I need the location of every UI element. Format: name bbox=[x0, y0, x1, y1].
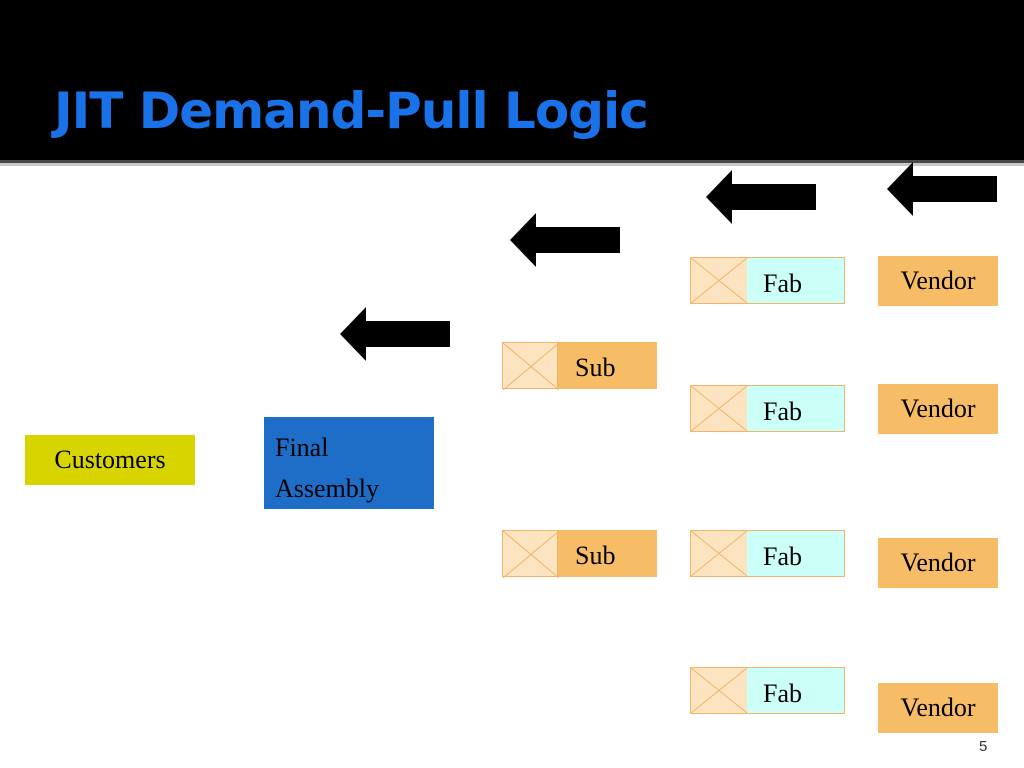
header-divider bbox=[0, 160, 1024, 163]
vendor-label: Vendor bbox=[900, 394, 976, 423]
final-assembly-label-line1: Final bbox=[275, 433, 329, 462]
left-arrow-icon bbox=[510, 213, 620, 267]
final-assembly-label-line2: Assembly bbox=[275, 474, 379, 503]
image-placeholder-icon bbox=[691, 386, 747, 431]
image-placeholder-icon bbox=[691, 258, 747, 303]
sub-box: Sub bbox=[502, 342, 657, 390]
left-arrow-icon bbox=[887, 162, 997, 216]
sub-box: Sub bbox=[502, 530, 657, 578]
vendor-box: Vendor bbox=[878, 538, 998, 588]
fab-label: Fab bbox=[747, 668, 844, 713]
sub-label: Sub bbox=[558, 530, 657, 577]
left-arrow-icon bbox=[340, 307, 450, 361]
page-number: 5 bbox=[979, 738, 988, 755]
vendor-label: Vendor bbox=[900, 548, 976, 577]
image-placeholder-icon bbox=[691, 531, 747, 576]
vendor-label: Vendor bbox=[900, 266, 976, 295]
vendor-box: Vendor bbox=[878, 384, 998, 434]
vendor-label: Vendor bbox=[900, 693, 976, 722]
slide-title: JIT Demand-Pull Logic bbox=[54, 82, 649, 140]
fab-box: Fab bbox=[690, 257, 845, 304]
customers-box: Customers bbox=[25, 435, 195, 485]
vendor-box: Vendor bbox=[878, 256, 998, 306]
slide-header: JIT Demand-Pull Logic bbox=[0, 0, 1024, 160]
left-arrow-icon bbox=[706, 170, 816, 224]
fab-label: Fab bbox=[747, 386, 844, 431]
image-placeholder-icon bbox=[691, 668, 747, 713]
header-divider-shadow bbox=[0, 163, 1024, 166]
fab-box: Fab bbox=[690, 385, 845, 432]
final-assembly-box: Final Assembly bbox=[264, 417, 434, 509]
fab-label: Fab bbox=[747, 531, 844, 576]
image-placeholder-icon bbox=[502, 530, 559, 578]
image-placeholder-icon bbox=[502, 342, 559, 390]
sub-label: Sub bbox=[558, 342, 657, 389]
fab-box: Fab bbox=[690, 530, 845, 577]
customers-label: Customers bbox=[54, 445, 166, 474]
fab-label: Fab bbox=[747, 258, 844, 303]
vendor-box: Vendor bbox=[878, 683, 998, 733]
fab-box: Fab bbox=[690, 667, 845, 714]
